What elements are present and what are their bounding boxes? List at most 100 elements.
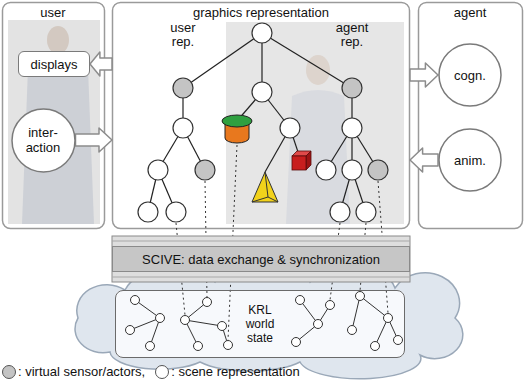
sensor-actor-node <box>342 78 362 98</box>
legend-text: : virtual sensor/actors, <box>18 364 145 380</box>
panel-heading: user <box>2 5 104 20</box>
node-label: displays <box>31 57 78 72</box>
scene-node <box>342 160 362 180</box>
cube-side <box>306 151 311 170</box>
cognition-circle: cogn. <box>438 43 502 107</box>
krl-fill <box>115 290 405 358</box>
graph-edge <box>360 296 388 318</box>
cylinder-top <box>222 115 252 127</box>
node-label: SCIVE: data exchange & synchronization <box>142 252 380 267</box>
block-arrow <box>410 148 438 172</box>
block-arrow <box>90 52 112 76</box>
graph-node <box>394 336 403 345</box>
block-arrow <box>410 63 438 87</box>
node-label: inter- action <box>19 125 67 155</box>
graph-node <box>218 322 227 331</box>
graph-node <box>371 342 380 351</box>
scene-node <box>356 202 376 222</box>
scene-node <box>280 118 300 138</box>
cube-object <box>292 151 311 170</box>
graph-node <box>296 296 305 305</box>
legend-item: : virtual sensor/actors, <box>2 364 145 380</box>
scene-node <box>252 23 272 43</box>
agent-panel-outline <box>419 3 523 229</box>
scene-node <box>330 202 350 222</box>
graph-node <box>224 341 233 350</box>
sync-band-line <box>112 277 410 278</box>
scene-node <box>138 202 158 222</box>
graph-node <box>314 320 323 329</box>
cube-front <box>292 156 306 170</box>
agent-photo-head <box>306 55 330 85</box>
pyramid-edge <box>268 197 278 202</box>
graph-edge <box>185 320 222 326</box>
tree-edge <box>183 33 262 88</box>
display-box: displays <box>18 51 90 77</box>
krl-graph-edges <box>130 296 398 346</box>
circle-outline <box>439 129 501 191</box>
sensor-actor-node <box>195 160 215 180</box>
pyramid <box>252 172 278 202</box>
graph-node <box>384 314 393 323</box>
pyramid-edge <box>252 172 268 202</box>
block-arrow <box>76 128 113 152</box>
graphics-panel-outline <box>113 3 410 229</box>
scive-band: SCIVE: data exchange & synchronization <box>112 246 410 272</box>
scene-tree-edges <box>148 33 378 212</box>
graph-node <box>203 298 212 307</box>
sensor-actor-node <box>368 160 388 180</box>
graph-node <box>156 314 165 323</box>
legend-item: : scene representation <box>155 364 300 380</box>
scene-node <box>252 82 272 102</box>
graph-node <box>181 316 190 325</box>
user-photo-head <box>47 26 69 54</box>
interaction-circle: inter- action <box>11 108 76 173</box>
scene-tree-nodes <box>138 23 388 222</box>
cylinder-object <box>222 115 252 143</box>
graph-node <box>348 326 357 335</box>
krl-graph-nodes <box>126 292 403 351</box>
agent-photo <box>226 22 404 224</box>
panel-heading: graphics representation <box>112 5 410 20</box>
part-label: agent rep. <box>327 21 377 49</box>
circle-outline <box>439 44 501 106</box>
user-photo <box>8 20 100 224</box>
part-label: user rep. <box>161 21 205 49</box>
krl-box: KRL world state <box>115 290 405 358</box>
user-panel: user displays inter- action <box>2 2 104 228</box>
scene-node <box>166 202 186 222</box>
agent-photo-body <box>286 90 350 224</box>
pyramid-object <box>252 172 278 202</box>
node-label: KRL world state <box>240 303 280 345</box>
graph-node <box>292 338 301 347</box>
graph-node <box>126 326 135 335</box>
graph-node <box>356 292 365 301</box>
graph-node <box>326 301 335 310</box>
tree-edge <box>262 33 352 88</box>
agent-panel: agent cogn. anim. <box>418 2 522 228</box>
graph-edge <box>352 296 360 330</box>
user-panel-outline <box>3 3 105 229</box>
circle-outline <box>12 109 75 172</box>
animation-circle: anim. <box>438 128 502 192</box>
legend: : virtual sensor/actors, : scene represen… <box>2 364 310 380</box>
sync-band-back <box>112 236 410 282</box>
legend-swatch <box>155 365 169 379</box>
sensor-actor-node <box>173 78 193 98</box>
sync-band-line <box>112 241 410 242</box>
scene-node <box>342 118 362 138</box>
node-label: anim. <box>454 153 486 168</box>
legend-swatch <box>2 365 16 379</box>
scene-node <box>316 160 336 180</box>
graph-node <box>194 342 203 351</box>
node-label: cogn. <box>454 68 486 83</box>
panel-heading: agent <box>418 5 522 20</box>
scene-node <box>148 160 168 180</box>
legend-text: : scene representation <box>171 364 300 380</box>
graphics-panel: graphics representation <box>112 2 410 228</box>
scene-node <box>173 118 193 138</box>
graph-node <box>131 296 140 305</box>
graph-node <box>146 342 155 351</box>
